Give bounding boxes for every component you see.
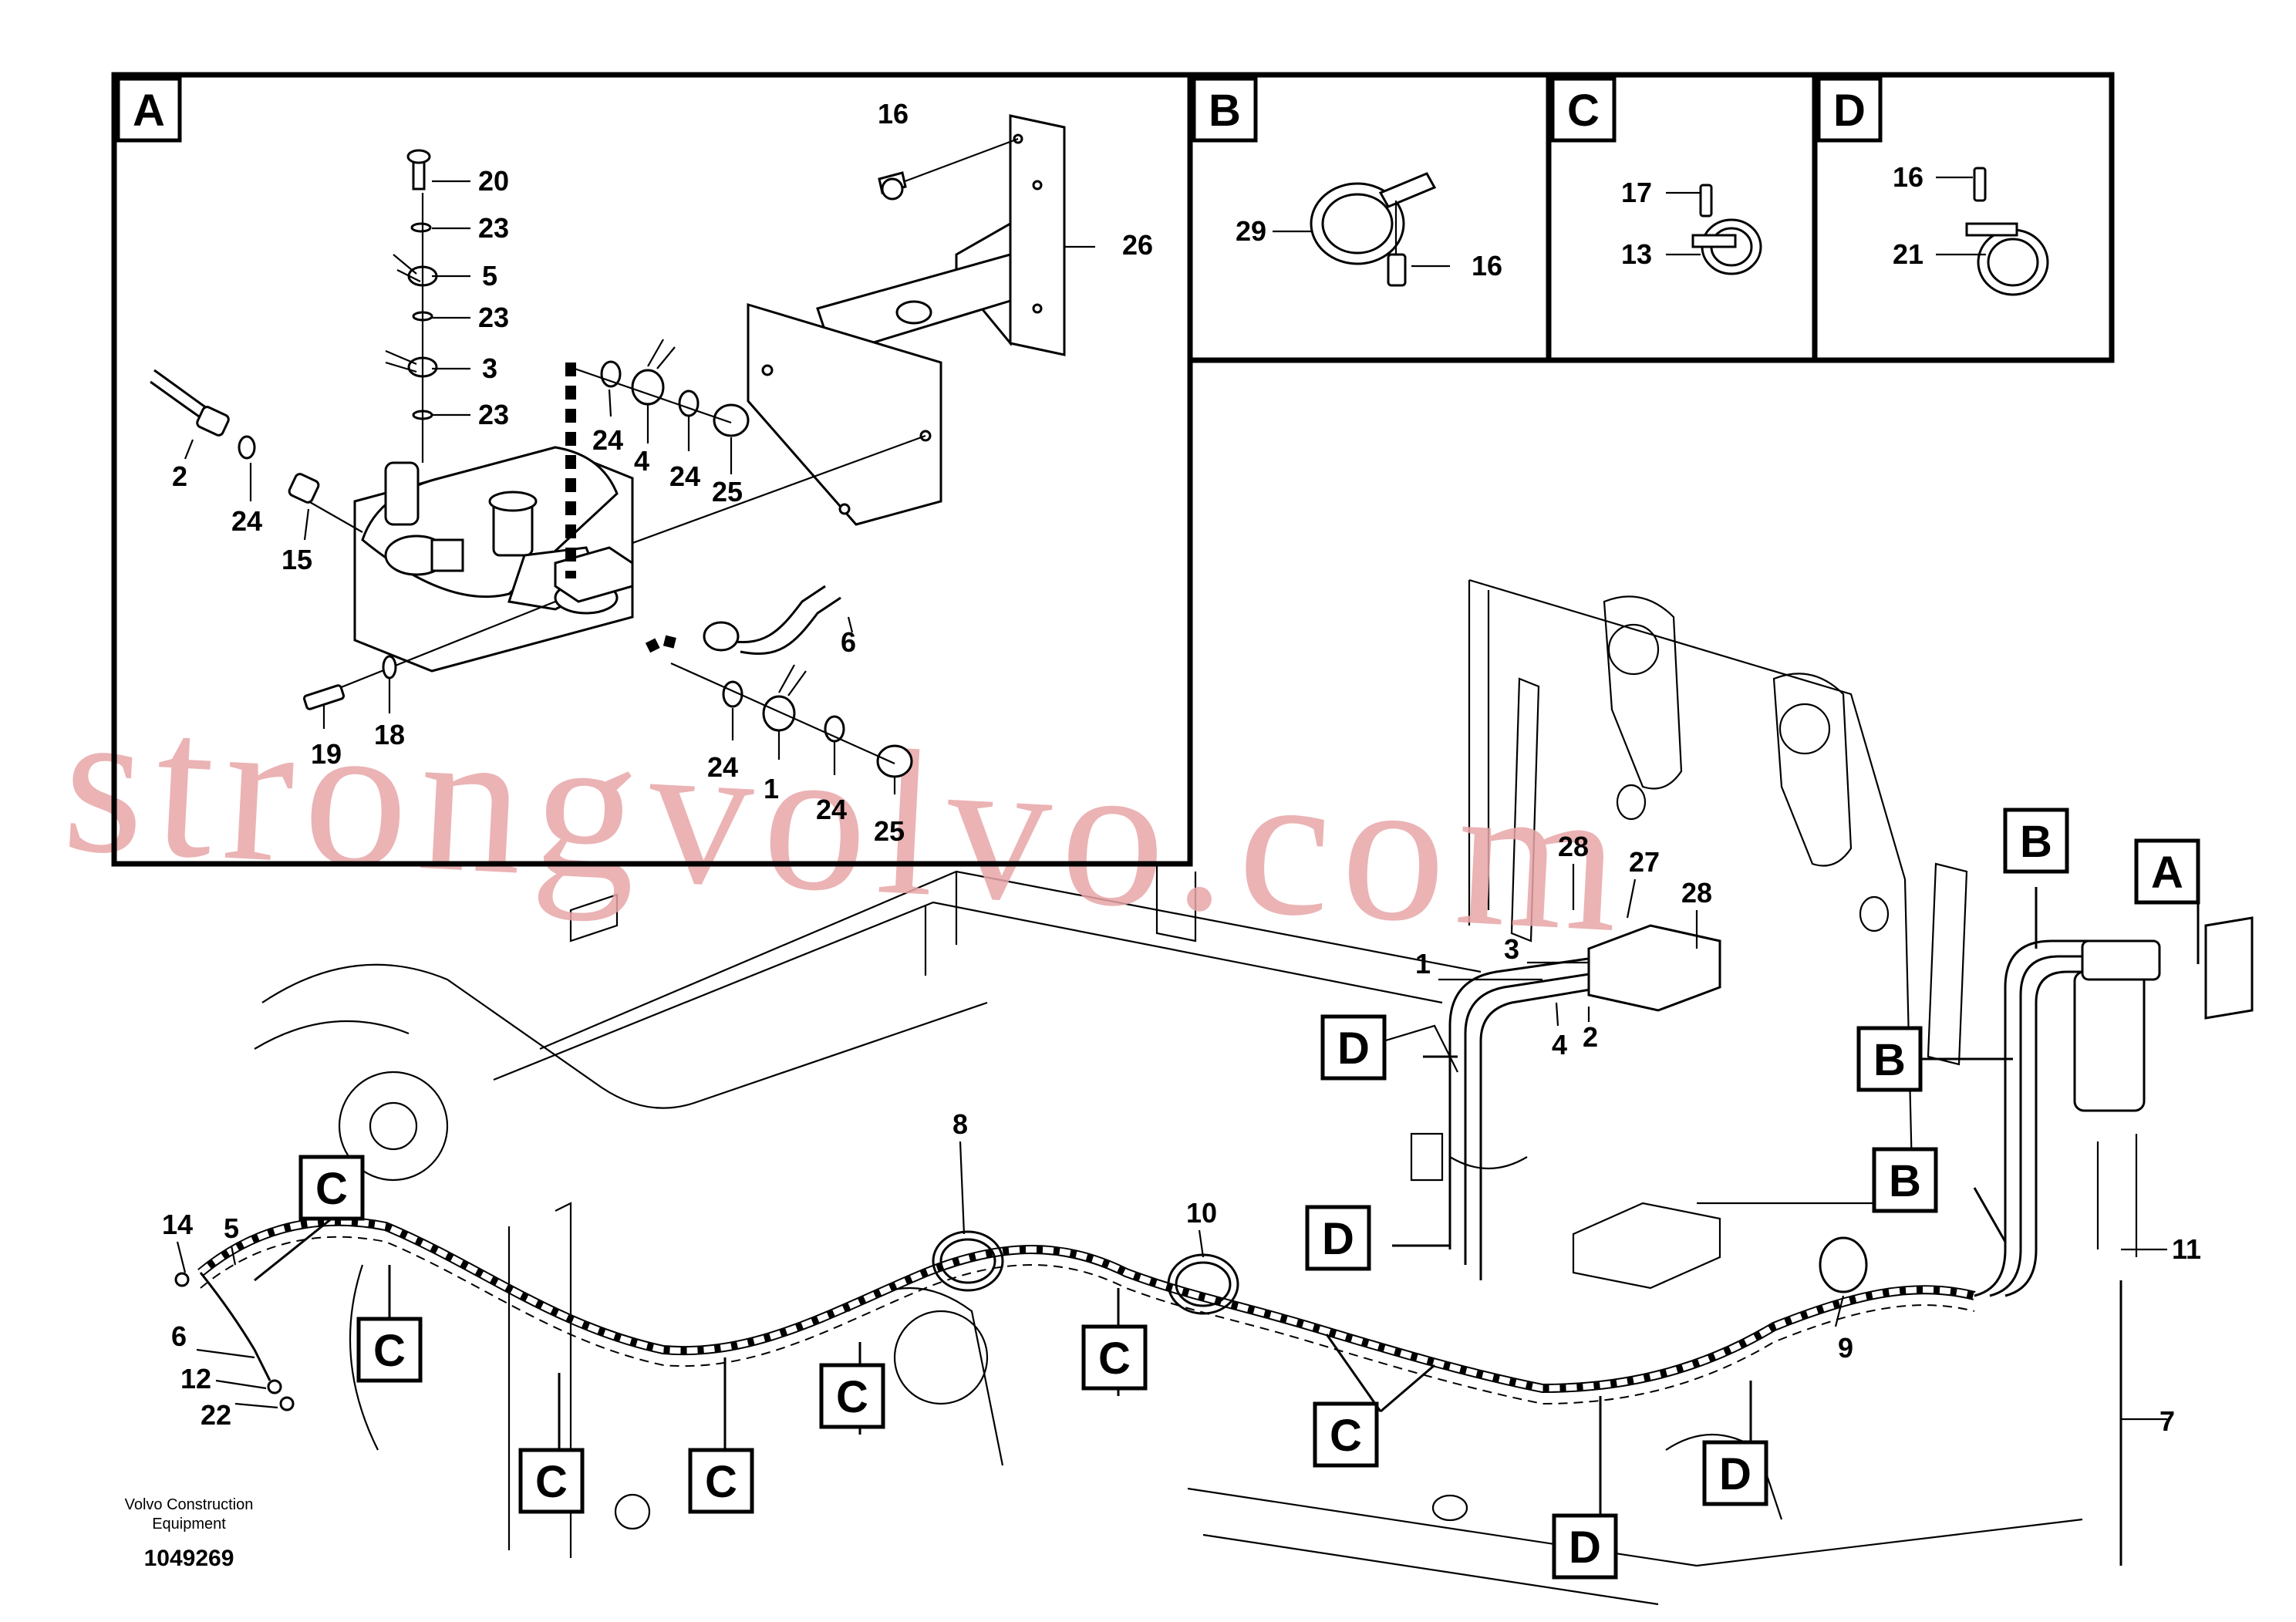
- callout-d-16: 16: [1893, 161, 1923, 193]
- svg-text:D: D: [1322, 1214, 1354, 1264]
- callout-a-20: 20: [478, 165, 509, 197]
- callout-a-23-3: 23: [478, 399, 509, 430]
- drawing-footer: Volvo Construction Equipment 1049269: [125, 1496, 254, 1571]
- callout-28-left: 28: [1558, 831, 1589, 862]
- callout-a-25-2: 25: [874, 815, 905, 847]
- svg-text:B: B: [1889, 1156, 1921, 1206]
- callout-a-18: 18: [374, 719, 405, 750]
- callout-c-17: 17: [1621, 177, 1652, 208]
- callout-a-24-5: 24: [816, 794, 847, 825]
- panel-b-tag: B: [1209, 86, 1241, 136]
- callout-a-6: 6: [841, 626, 856, 658]
- callout-a-19: 19: [311, 738, 342, 770]
- main-hose-routing: [174, 916, 2254, 1566]
- clip-tag-b-upper: B: [2003, 808, 2069, 874]
- callout-6-main: 6: [171, 1320, 187, 1352]
- callout-28-right: 28: [1681, 877, 1712, 909]
- clip-tag-b-middle: B: [1856, 1026, 1923, 1092]
- clip-tag-c-6: C: [1081, 1324, 1148, 1391]
- bracket-26: [747, 114, 1066, 526]
- svg-text:D: D: [1569, 1523, 1601, 1573]
- company-name-line2: Equipment: [152, 1516, 226, 1533]
- callout-7: 7: [2159, 1405, 2175, 1437]
- clip-tag-b-lower: B: [1872, 1147, 1938, 1213]
- stack-parts: [385, 149, 438, 463]
- detail-panel-c: C 17 13: [1546, 72, 1818, 363]
- callout-9: 9: [1838, 1332, 1853, 1364]
- callout-a-23-2: 23: [478, 302, 509, 333]
- callout-11: 11: [2172, 1233, 2201, 1265]
- company-name-line1: Volvo Construction: [125, 1496, 254, 1513]
- svg-text:B: B: [2020, 817, 2052, 867]
- callout-a-26: 26: [1122, 229, 1153, 261]
- detail-panel-b: B 29 16: [1187, 72, 1552, 363]
- svg-text:C: C: [535, 1457, 568, 1507]
- callout-a-5: 5: [482, 260, 497, 292]
- callout-a-24-2: 24: [592, 424, 623, 456]
- callout-12: 12: [180, 1363, 211, 1394]
- callout-a-23-1: 23: [478, 212, 509, 244]
- panel-c-tag: C: [1567, 86, 1600, 136]
- callout-a-24-4: 24: [707, 751, 738, 783]
- callout-a-2: 2: [172, 460, 187, 492]
- machine-frame-drawing: [254, 578, 2138, 1606]
- clip-tag-c-1: C: [298, 1155, 365, 1221]
- clip-tag-c-3: C: [518, 1448, 585, 1514]
- detail-panel-d: D 16 21: [1812, 72, 2115, 363]
- callout-b-16: 16: [1472, 250, 1502, 282]
- clip-tag-a-main: A: [2134, 838, 2200, 905]
- svg-text:C: C: [836, 1372, 868, 1422]
- clip-tag-d-upper: D: [1320, 1014, 1387, 1081]
- filter-head: [353, 446, 634, 673]
- panel-d-tag: D: [1833, 86, 1866, 136]
- svg-text:B: B: [1873, 1035, 1906, 1085]
- callout-22: 22: [201, 1399, 231, 1431]
- detail-panel-a: A: [111, 72, 1193, 867]
- clip-tag-d-bottom: D: [1552, 1513, 1618, 1580]
- svg-text:D: D: [1719, 1449, 1752, 1499]
- clip-tag-d-middle: D: [1305, 1205, 1371, 1271]
- clip-tag-c-2: C: [356, 1317, 423, 1383]
- callout-d-21: 21: [1893, 238, 1923, 270]
- clip-tag-d-lower-right: D: [1702, 1440, 1768, 1506]
- callout-a-25-1: 25: [712, 476, 743, 508]
- callout-a-24-3: 24: [669, 460, 700, 492]
- drawing-number: 1049269: [144, 1546, 234, 1571]
- callout-8: 8: [952, 1108, 968, 1140]
- callout-c-13: 13: [1621, 238, 1652, 270]
- callout-a-1: 1: [764, 773, 779, 804]
- callout-4-main: 4: [1552, 1029, 1567, 1061]
- callout-a-4: 4: [634, 445, 649, 477]
- callout-a-24-1: 24: [231, 505, 262, 537]
- callout-a-15: 15: [282, 544, 312, 575]
- watermark-text: strongvolvo.com: [59, 664, 1636, 976]
- callout-14: 14: [162, 1209, 193, 1240]
- svg-text:A: A: [2151, 848, 2183, 898]
- callout-a-3: 3: [482, 352, 497, 384]
- callout-3-main: 3: [1504, 933, 1519, 965]
- svg-text:C: C: [373, 1326, 406, 1376]
- callout-a-16: 16: [878, 98, 909, 130]
- clip-tag-c-4: C: [688, 1448, 754, 1514]
- callout-5-main: 5: [224, 1212, 239, 1244]
- clip-tag-c-5: C: [819, 1363, 885, 1429]
- clip-tag-c-7: C: [1313, 1401, 1379, 1468]
- callout-1-main: 1: [1415, 948, 1431, 980]
- svg-text:D: D: [1337, 1023, 1370, 1074]
- main-clip-tags: B A B B D D D D: [254, 808, 2200, 1580]
- callout-b-29: 29: [1236, 215, 1266, 247]
- panel-a-tag: A: [133, 86, 165, 136]
- svg-text:C: C: [315, 1164, 348, 1214]
- svg-text:C: C: [705, 1457, 737, 1507]
- callout-2-main: 2: [1583, 1021, 1598, 1053]
- svg-text:C: C: [1330, 1411, 1362, 1461]
- svg-text:C: C: [1098, 1334, 1131, 1384]
- main-callouts: 28 27 28 1 3 4 2 8 10 14 5 6 12 22 9 11 …: [162, 831, 2201, 1437]
- callout-10: 10: [1186, 1197, 1217, 1229]
- callout-27: 27: [1629, 846, 1660, 878]
